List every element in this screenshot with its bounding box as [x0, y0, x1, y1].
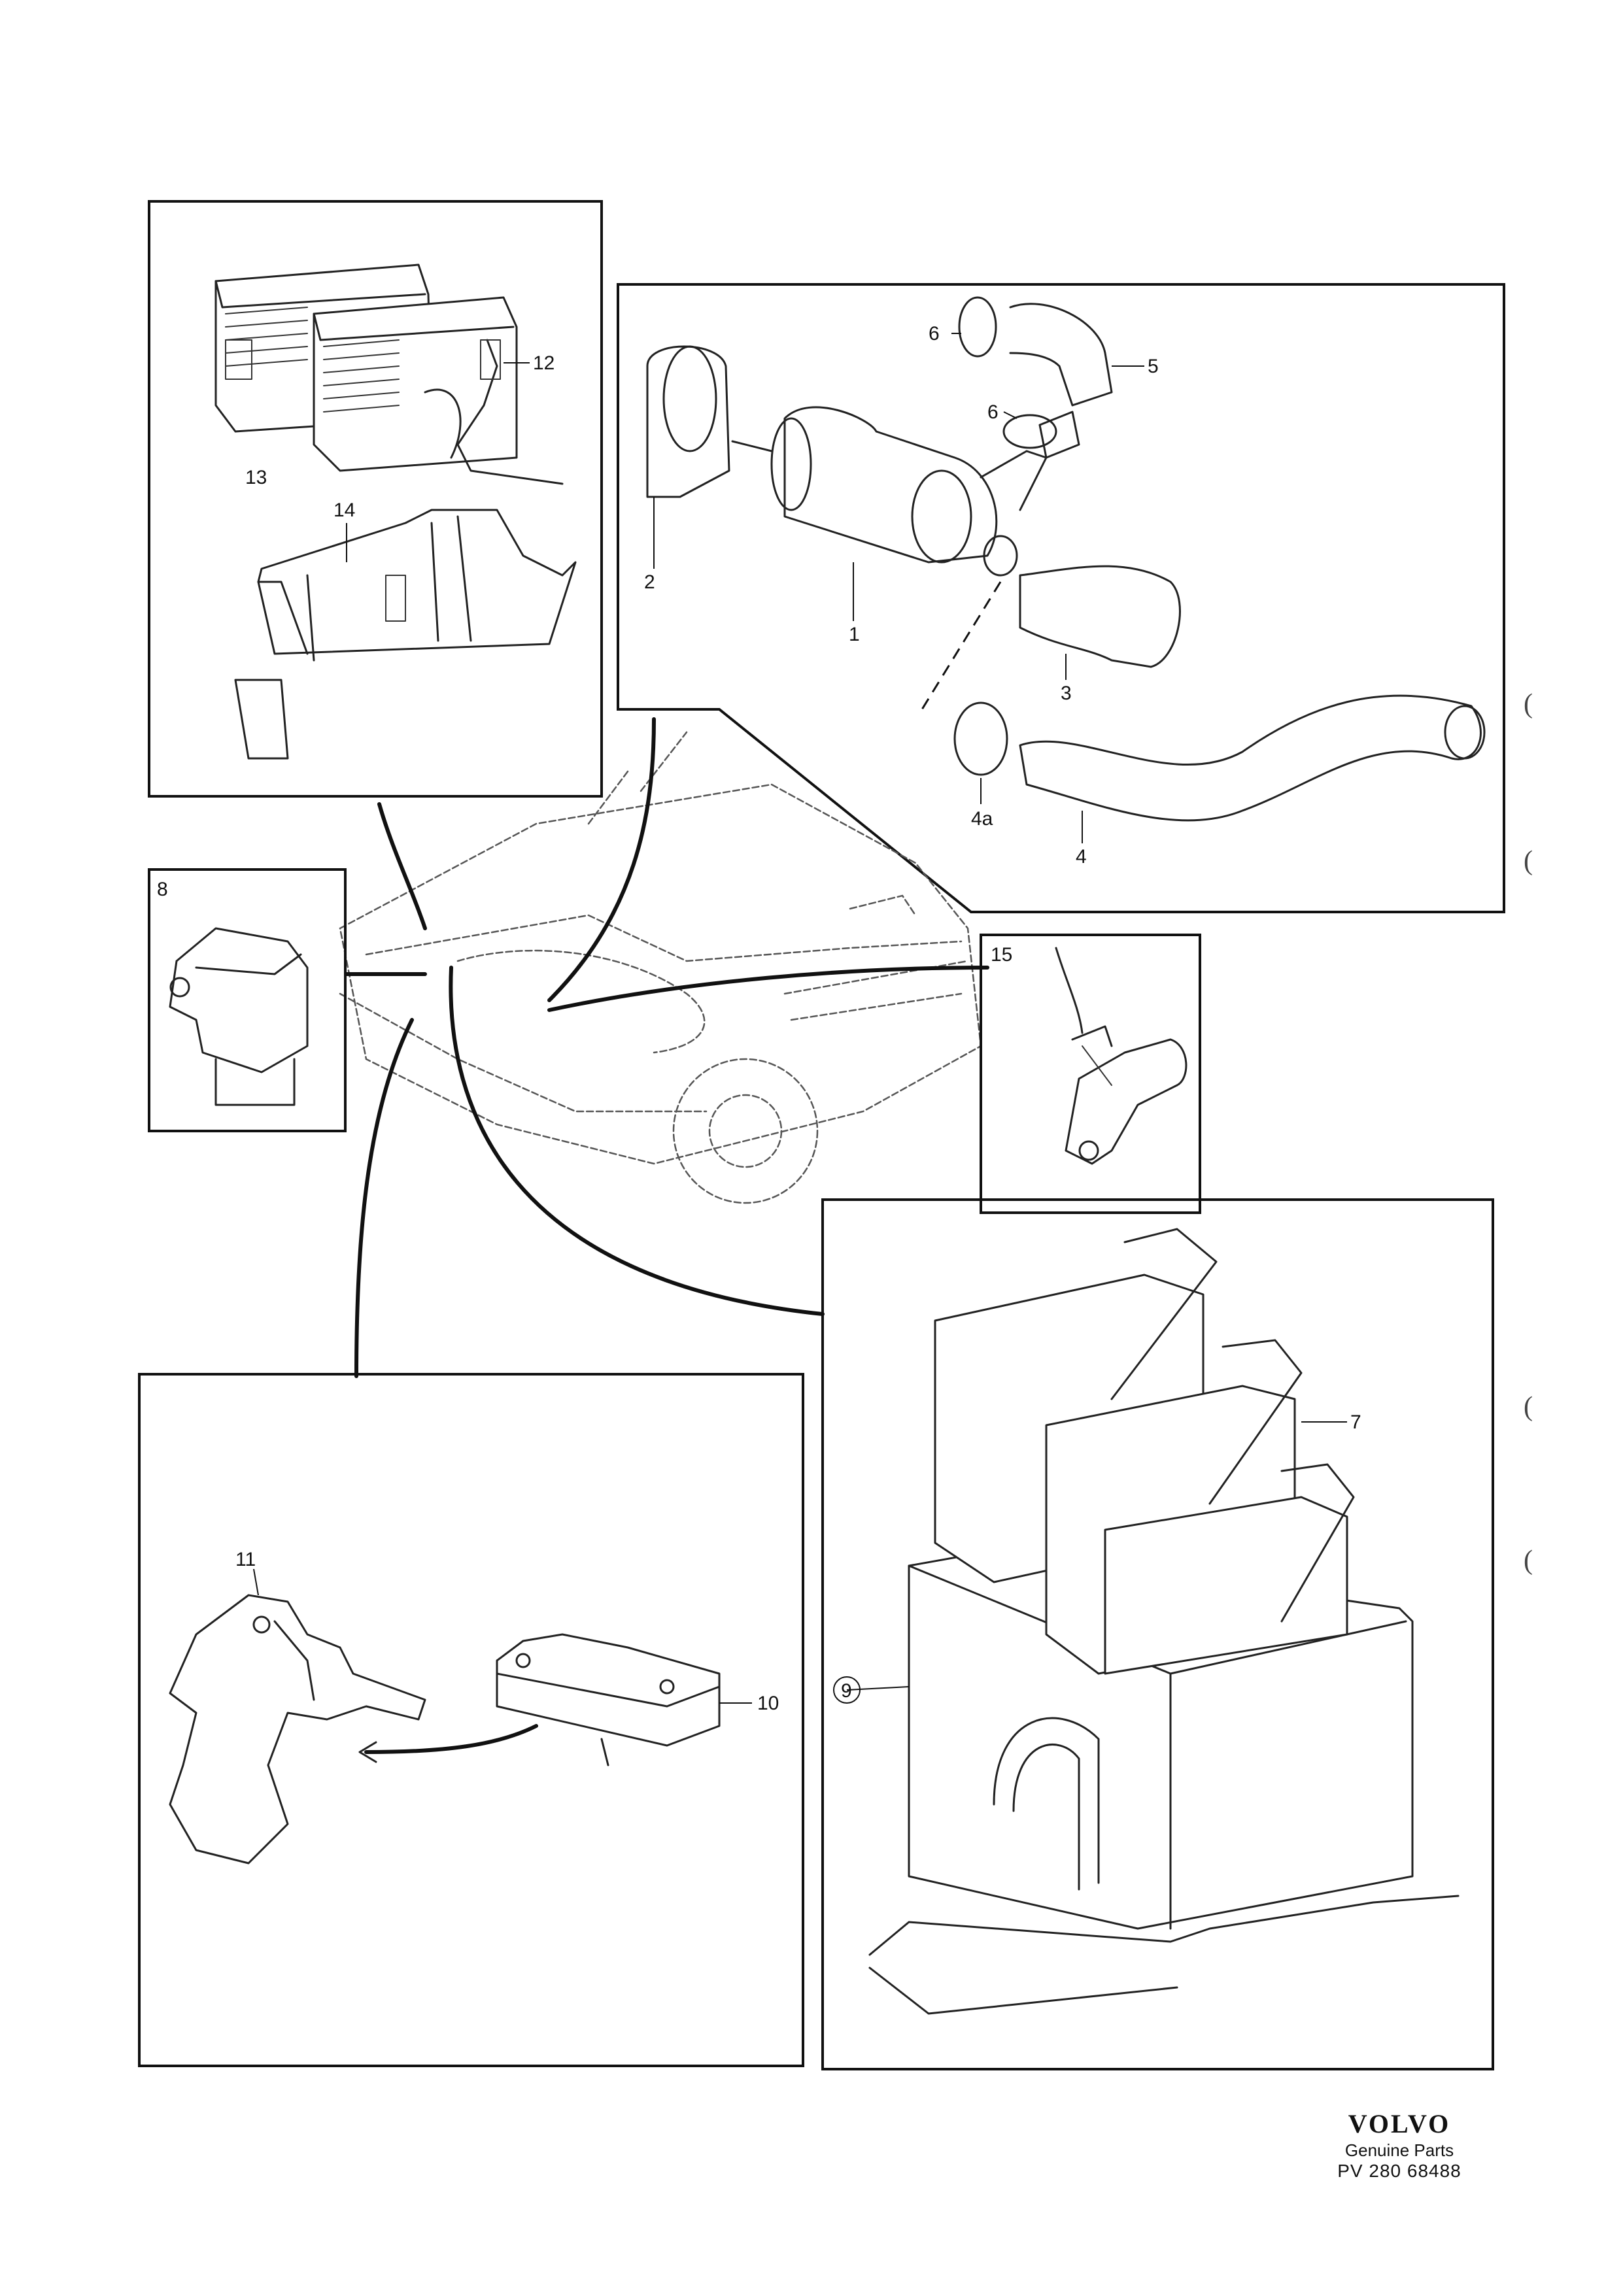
label-8: 8 [157, 879, 168, 900]
modules-7-illustration [934, 1228, 1355, 1675]
label-10: 10 [757, 1693, 779, 1714]
panel-8 [148, 868, 347, 1132]
margin-marks: ( ( ( ( [1524, 689, 1533, 1576]
mount-arrow-10-to-11 [364, 1724, 538, 1754]
margin-mark: ( [1524, 846, 1533, 876]
label-6-upper: 6 [929, 323, 940, 345]
label-3: 3 [1061, 683, 1072, 704]
label-13: 13 [245, 467, 267, 488]
brand-subtitle: Genuine Parts [1344, 2140, 1454, 2160]
label-12: 12 [533, 352, 555, 374]
connection-arrows [345, 717, 989, 1378]
hose-4-illustration [1019, 694, 1486, 843]
margin-mark: ( [1524, 689, 1533, 719]
relay-holder-14-illustration [234, 509, 577, 760]
panel-hoses [617, 283, 1505, 913]
sensor-15-illustration [1055, 947, 1187, 1165]
label-6-lower: 6 [987, 401, 999, 423]
hose-connection-dashed-line [921, 581, 1002, 710]
diagram-code: PV 280 68488 [1337, 2161, 1461, 2181]
part-labels: 12 13 14 6 5 6 2 1 3 4a 4 8 15 7 11 10 9 [157, 323, 1361, 1714]
car-illustration [339, 731, 982, 1204]
label-7: 7 [1350, 1411, 1361, 1433]
label-4: 4 [1076, 846, 1087, 868]
hose-5-illustration [1009, 303, 1144, 459]
control-unit-8-illustration [169, 927, 309, 1106]
bracket-2-illustration [646, 345, 730, 569]
panel-relays [148, 200, 603, 798]
hose-3-illustration [983, 535, 1181, 680]
label-2: 2 [644, 571, 655, 593]
relay-12-illustration [313, 296, 564, 485]
panel-10-11 [138, 1373, 804, 2067]
panel-15 [980, 934, 1201, 1214]
label-14: 14 [333, 499, 355, 521]
clamp-6-upper-illustration [958, 296, 997, 358]
margin-mark: ( [1524, 1545, 1533, 1576]
label-5: 5 [1148, 356, 1159, 377]
label-9-circle [833, 1676, 861, 1704]
bracket-11-illustration [169, 1568, 426, 1865]
volvo-logo: VOLVO [1348, 2109, 1451, 2138]
clamp-4a-illustration [953, 701, 1008, 776]
air-pump-1-illustration [731, 406, 1048, 621]
margin-mark: ( [1524, 1392, 1533, 1422]
brand-block: VOLVO Genuine Parts PV 280 68488 [1321, 2108, 1478, 2182]
label-11: 11 [235, 1549, 256, 1570]
panel-7-9 [821, 1198, 1494, 2070]
label-1: 1 [849, 624, 860, 645]
control-unit-10-illustration [496, 1633, 752, 1766]
label-15: 15 [991, 944, 1012, 966]
label-4a: 4a [971, 808, 993, 830]
clamp-6-lower-illustration [1002, 414, 1057, 449]
label-9: 9 [841, 1680, 852, 1702]
